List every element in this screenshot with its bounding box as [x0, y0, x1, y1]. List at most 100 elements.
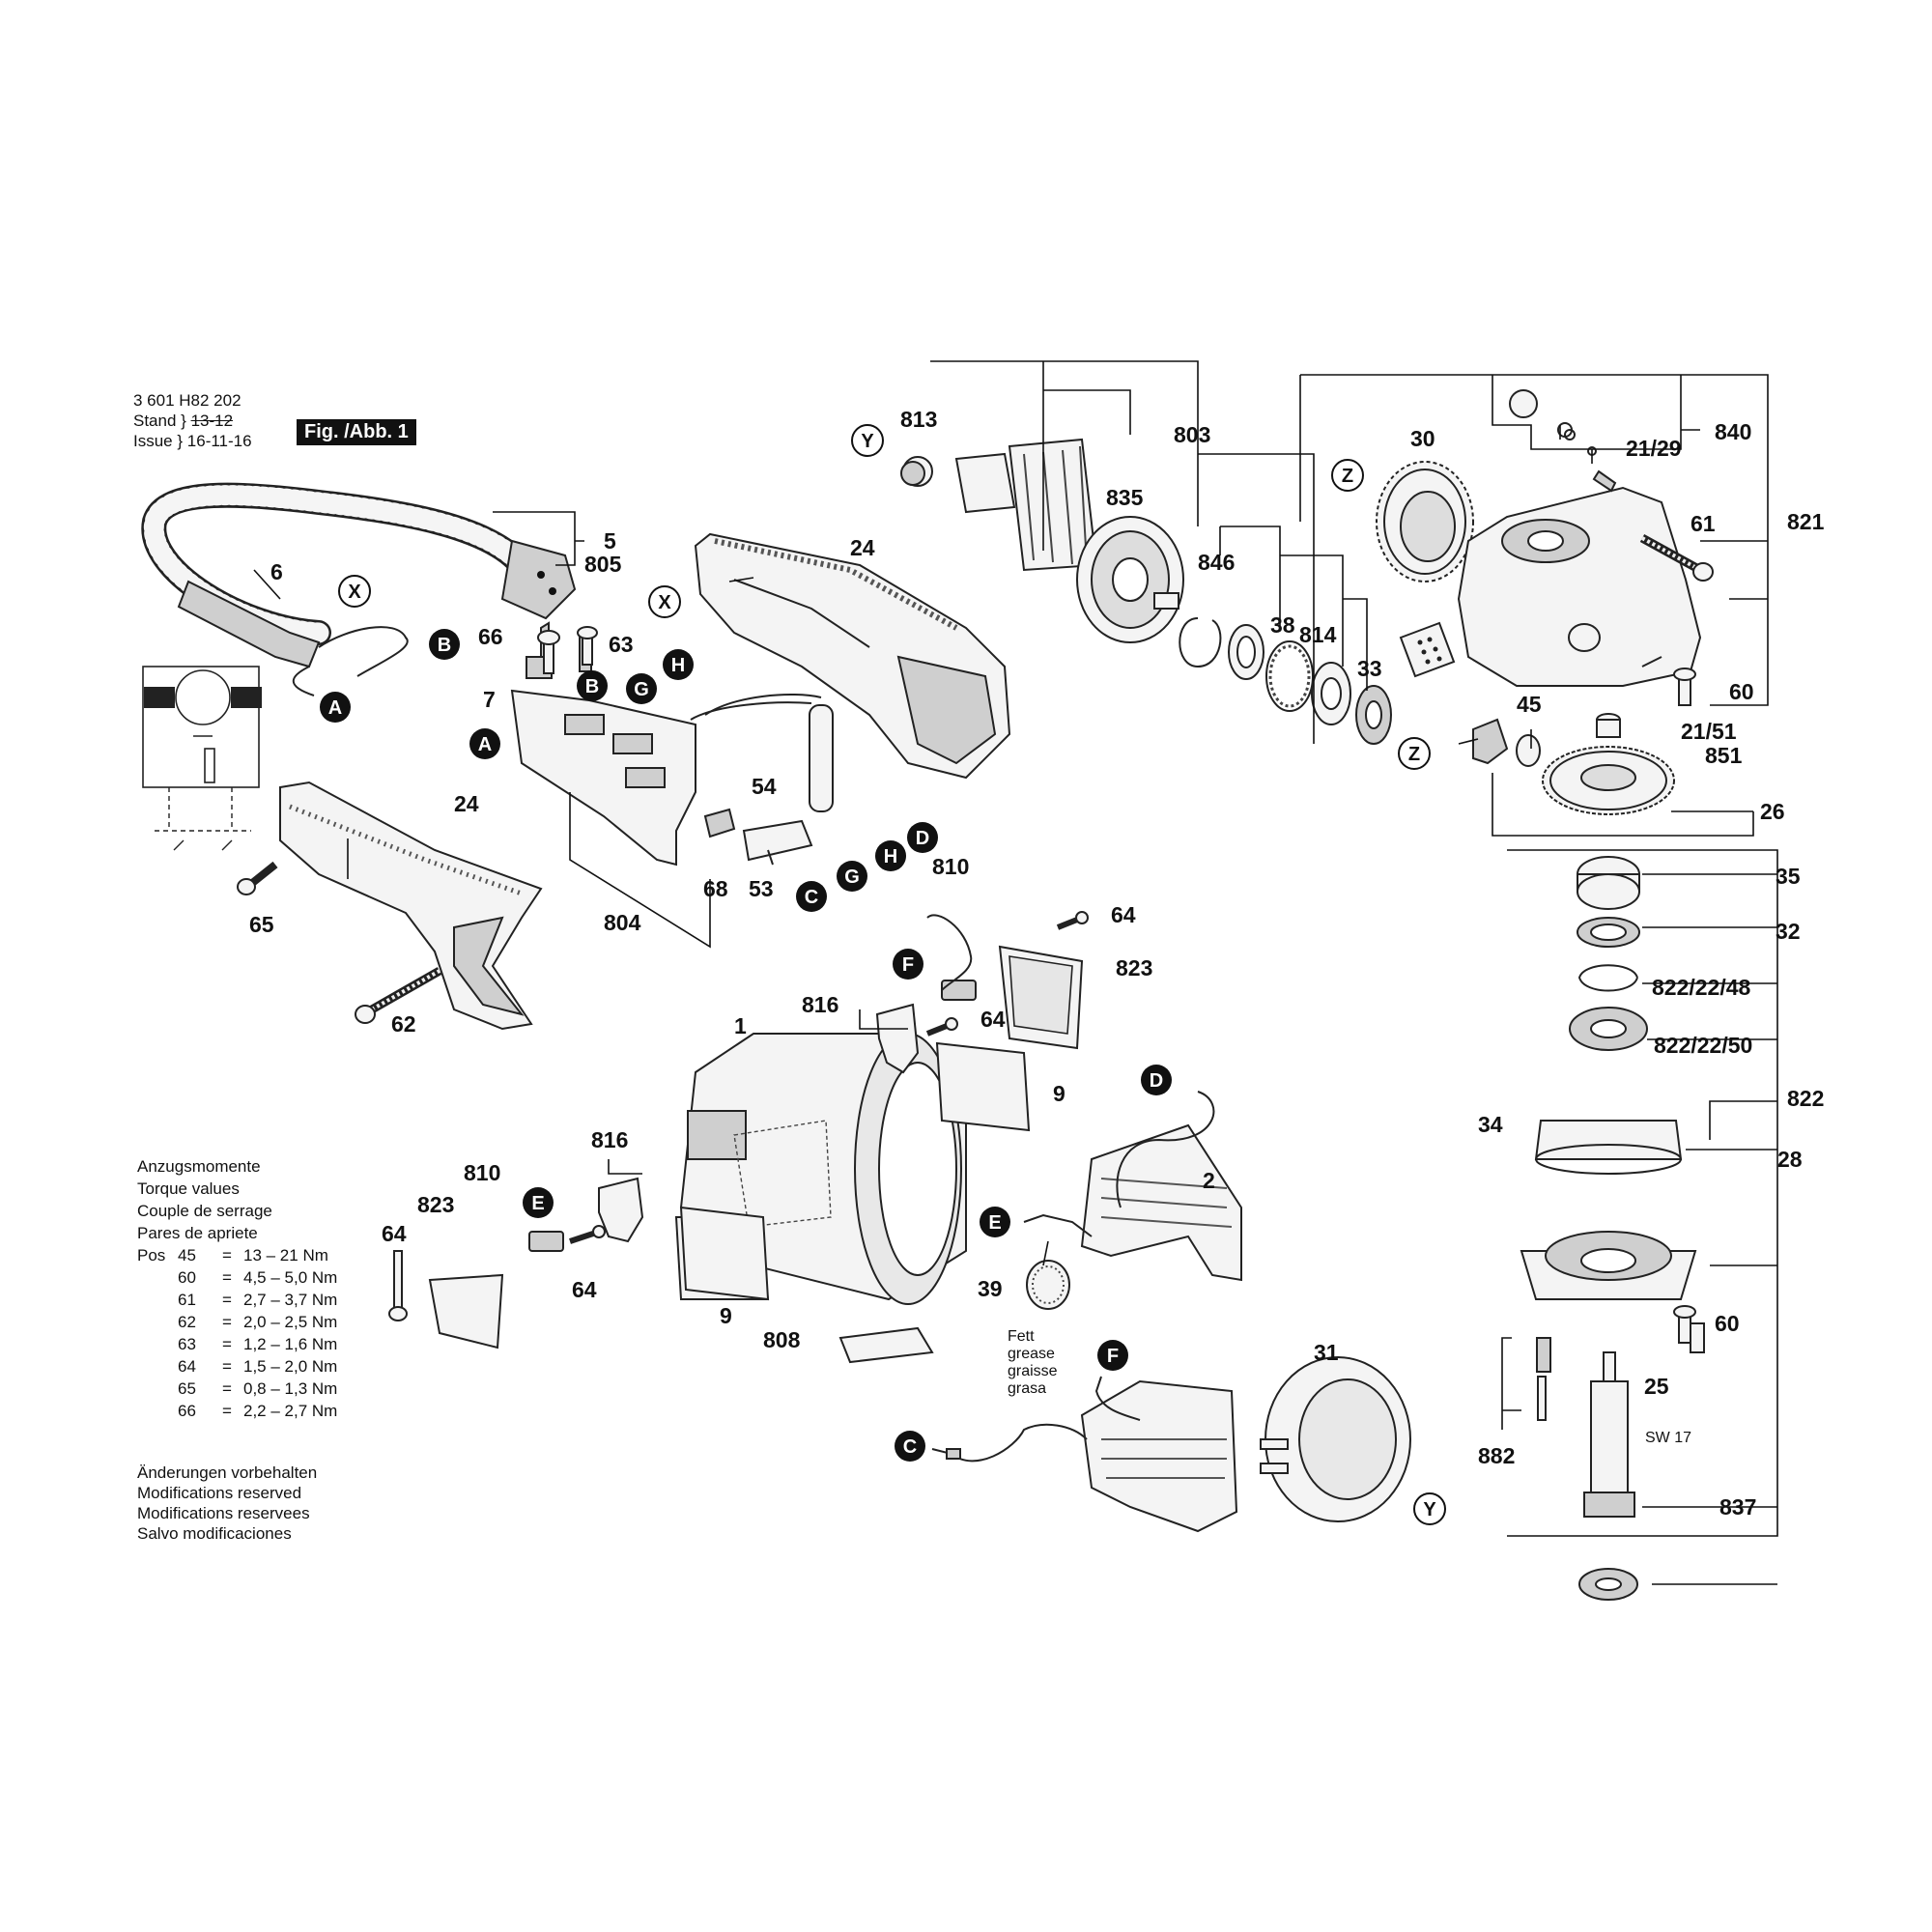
field-coil-upper	[1080, 1123, 1242, 1282]
torque-row: 60=4,5 – 5,0 Nm	[178, 1268, 338, 1287]
part-label-64-top: 64	[1111, 902, 1136, 927]
part-label-65: 65	[249, 912, 274, 937]
end-shield	[1260, 1356, 1411, 1522]
stand-value: 13-12	[190, 412, 234, 430]
svg-text:B: B	[438, 635, 451, 656]
part-label-60-upper: 60	[1729, 679, 1754, 704]
svg-text:E: E	[988, 1212, 1001, 1234]
connector-B-2: B	[577, 670, 608, 701]
part-label-1: 1	[734, 1013, 747, 1038]
torque-title-fr: Couple de serrage	[137, 1202, 272, 1220]
svg-text:A: A	[478, 734, 492, 755]
screw-64-top	[1056, 911, 1089, 930]
connector-H-1: H	[663, 649, 694, 680]
marker-Y-2: Y	[1413, 1492, 1446, 1525]
leader-lines	[253, 360, 1778, 1585]
part-label-9-upper: 9	[1053, 1081, 1065, 1106]
wire-f	[1094, 1376, 1141, 1421]
alignment-markers: X X Y Y Z Z	[338, 424, 1446, 1525]
svg-text:G: G	[634, 679, 649, 700]
stand-label: Stand	[133, 412, 177, 430]
bevel-gear	[1376, 461, 1474, 582]
connector-C-2: C	[895, 1431, 925, 1462]
connector-B-1: B	[429, 629, 460, 660]
torque-row: 64=1,5 – 2,0 Nm	[178, 1357, 338, 1376]
part-label-24-lower: 24	[454, 791, 479, 816]
part-label-64-mid: 64	[980, 1007, 1006, 1032]
document-header: 3 601 H82 202 Stand } 13-12 Issue } 16-1…	[133, 390, 452, 451]
connector-F-2: F	[1097, 1340, 1128, 1371]
part-label-31: 31	[1314, 1340, 1339, 1365]
torque-title-en: Torque values	[137, 1179, 240, 1198]
marker-X-1: X	[338, 575, 371, 608]
torque-row: 61=2,7 – 3,7 Nm	[178, 1291, 338, 1309]
svg-text:B: B	[585, 676, 599, 697]
svg-text:Z: Z	[1408, 744, 1420, 765]
connector-C-1: C	[796, 881, 827, 912]
part-label-821: 821	[1787, 509, 1825, 534]
part-label-816-upper: 816	[802, 992, 838, 1017]
part-label-837: 837	[1719, 1494, 1756, 1520]
marker-Y-1: Y	[851, 424, 884, 457]
torque-title-de: Anzugsmomente	[137, 1157, 261, 1176]
part-label-24-upper: 24	[850, 535, 875, 560]
svg-text:A: A	[328, 697, 342, 719]
wire-c	[931, 1423, 1088, 1463]
part-label-39: 39	[978, 1276, 1003, 1301]
armature	[900, 438, 1184, 643]
part-label-33: 33	[1357, 656, 1382, 681]
part-label-840: 840	[1715, 419, 1751, 444]
label-sticker-9-lower	[679, 1206, 770, 1301]
torque-row: 66=2,2 – 2,7 Nm	[178, 1402, 338, 1420]
part-label-68: 68	[703, 876, 728, 901]
screw-60-lower	[1673, 1305, 1696, 1344]
part-label-21-51: 21/51	[1681, 719, 1737, 744]
wrench-size-label: SW 17	[1645, 1430, 1691, 1446]
part-label-882: 882	[1478, 1443, 1515, 1468]
crown-gear	[1542, 746, 1675, 815]
screw-64-left	[388, 1250, 408, 1321]
part-label-6: 6	[270, 559, 283, 584]
connector-E-2: E	[980, 1207, 1010, 1237]
part-labels: 1 2 5 6 7 9 9 24 24 25 26 28 30 31 32 33…	[249, 407, 1825, 1520]
switch-assembly	[510, 621, 813, 867]
pinion	[1472, 718, 1541, 767]
part-label-61: 61	[1690, 511, 1716, 536]
brush-cover-823-lower	[428, 1273, 504, 1350]
part-label-810-lower: 810	[464, 1160, 500, 1185]
part-label-803: 803	[1174, 422, 1210, 447]
svg-text:D: D	[916, 828, 929, 849]
part-label-54: 54	[752, 774, 777, 799]
gear-housing	[1457, 389, 1702, 687]
torque-row: 65=0,8 – 1,3 Nm	[178, 1379, 338, 1398]
svg-text:D: D	[1150, 1070, 1163, 1092]
torque-title-es: Pares de apriete	[137, 1224, 258, 1242]
part-label-64-left: 64	[382, 1221, 407, 1246]
svg-text:F: F	[1107, 1346, 1119, 1367]
part-label-7: 7	[483, 687, 496, 712]
bearings-rings	[1179, 617, 1392, 745]
marker-Z-2: Z	[1398, 737, 1431, 770]
part-label-822-22-48: 822/22/48	[1652, 975, 1751, 1000]
brush-cover-823	[998, 945, 1084, 1050]
part-label-823-lower: 823	[417, 1192, 454, 1217]
part-label-30: 30	[1410, 426, 1435, 451]
part-label-9-lower: 9	[720, 1303, 732, 1328]
screw-65	[237, 861, 278, 895]
part-label-810-upper: 810	[932, 854, 969, 879]
part-label-835: 835	[1106, 485, 1144, 510]
field-coil-lower	[1080, 1379, 1238, 1533]
svg-text:Fett: Fett	[1008, 1328, 1035, 1345]
connector-D-2: D	[1141, 1065, 1172, 1095]
label-sticker-9-upper	[935, 1041, 1031, 1132]
part-label-63: 63	[609, 632, 634, 657]
part-label-816-lower: 816	[591, 1127, 628, 1152]
part-label-35: 35	[1776, 864, 1801, 889]
pos-label: Pos	[137, 1246, 166, 1264]
svg-text:Y: Y	[1423, 1499, 1436, 1520]
connector-A-1: A	[320, 692, 351, 723]
svg-text:graisse: graisse	[1008, 1363, 1058, 1379]
connector-D-1: D	[907, 822, 938, 853]
svg-text:G: G	[844, 867, 860, 888]
